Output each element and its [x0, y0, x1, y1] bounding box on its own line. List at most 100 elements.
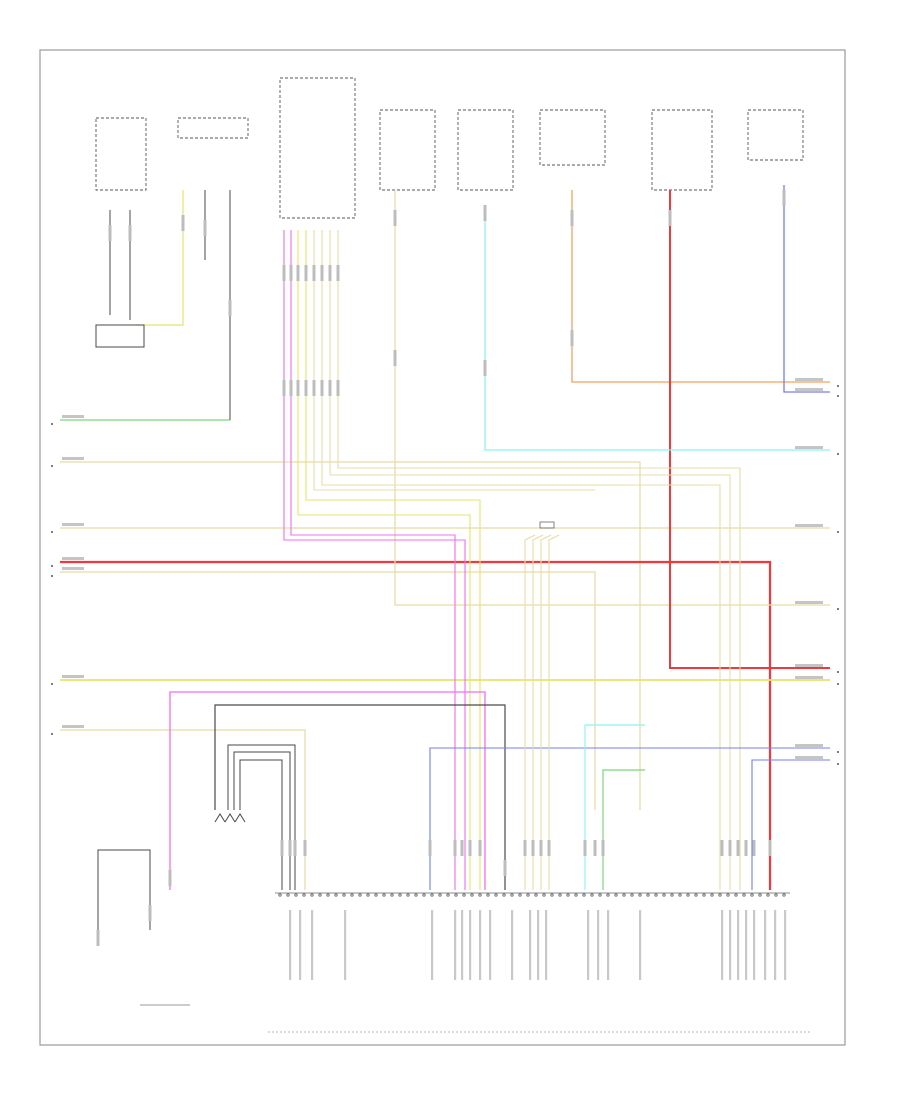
ecu-connector-pin: [630, 893, 634, 897]
ecu-connector-pin: [502, 893, 506, 897]
wire-dark-sensor-2: [233, 751, 291, 890]
connector-tick: [312, 265, 316, 281]
ecu-pin-label: [529, 910, 532, 980]
wire-green-lower: [602, 769, 645, 890]
wire-pink-bottom-loop: [169, 691, 486, 890]
connector-tick: [601, 840, 605, 856]
bus-start-terminal: [51, 465, 53, 467]
connector-tick: [148, 905, 152, 921]
wire-red-right-drop: [669, 190, 830, 669]
splice-tan-3: [540, 534, 552, 890]
diagram-border: [39, 49, 846, 1046]
connector-tick: [593, 840, 597, 856]
connector-tick: [336, 380, 340, 396]
bus-start-terminal: [51, 733, 53, 735]
ecu-connector-pin: [750, 893, 754, 897]
connector-tick: [181, 215, 185, 231]
ecu-connector-pin: [310, 893, 314, 897]
connector-tick: [483, 360, 487, 376]
ecu-connector-pin: [614, 893, 618, 897]
ecu-pin-label: [431, 910, 434, 980]
ecu-connector-pin: [662, 893, 666, 897]
connector-tick: [483, 205, 487, 221]
ecu-connector-pin: [350, 893, 354, 897]
ecu-connector-pin: [510, 893, 514, 897]
wire-tan-bus-4: [60, 729, 306, 890]
bus-end-label: [795, 524, 823, 527]
wire-blue-lower-feed-2: [751, 759, 830, 890]
connector-tick: [393, 210, 397, 226]
wire-tan-bus-1: [60, 461, 641, 810]
connector-tick: [453, 840, 457, 856]
scm-wire-8: [337, 230, 741, 890]
ecu-pin-label: [344, 910, 347, 980]
scm-wire-1: [283, 230, 466, 890]
ecu-pin-label: [639, 910, 642, 980]
ecu-connector-pin: [462, 893, 466, 897]
ecu-pin-label: [479, 910, 482, 980]
connector-tick: [393, 350, 397, 366]
splice-tan-1: [524, 534, 536, 890]
connector-tick: [328, 380, 332, 396]
connector-tick: [478, 840, 482, 856]
component-connector-c4: [651, 109, 713, 191]
connector-tick: [128, 225, 132, 241]
connector-tick: [668, 210, 672, 226]
connector-tick: [293, 840, 297, 856]
wire-bottom-left-switch: [97, 849, 151, 930]
ecu-connector-pin: [494, 893, 498, 897]
ecu-connector-pin: [382, 893, 386, 897]
connector-tick: [782, 190, 786, 206]
ecu-connector-pin: [766, 893, 770, 897]
wire-blue-top-feed: [783, 185, 830, 393]
component-right-module: [747, 109, 804, 161]
ecu-connector-pin: [486, 893, 490, 897]
bus-start-terminal: [51, 423, 53, 425]
ecu-connector-pin: [582, 893, 586, 897]
ecu-connector-pin: [390, 893, 394, 897]
connector-tick: [312, 380, 316, 396]
connector-tick: [303, 840, 307, 856]
ecu-connector-pin: [654, 893, 658, 897]
ecu-connector-pin: [726, 893, 730, 897]
wire-brake-yellow: [135, 190, 184, 326]
ecu-connector-pin: [702, 893, 706, 897]
ecu-connector-pin: [438, 893, 442, 897]
ecu-connector-pin: [694, 893, 698, 897]
ecu-connector-pin: [566, 893, 570, 897]
ecu-connector-pin: [758, 893, 762, 897]
connector-tick: [320, 265, 324, 281]
ecu-pin-label: [461, 910, 464, 980]
wire-orange-feed: [571, 190, 830, 383]
ecu-connector-pin: [478, 893, 482, 897]
component-connector-c2: [457, 109, 514, 191]
connector-tick: [523, 840, 527, 856]
ecu-connector-pin: [398, 893, 402, 897]
ecu-connector-pin: [286, 893, 290, 897]
ecu-connector-pin: [782, 893, 786, 897]
connector-tick: [570, 210, 574, 226]
bus-end-terminal: [837, 453, 839, 455]
ecu-connector-pin: [446, 893, 450, 897]
connector-tick: [304, 380, 308, 396]
connector-tick: [570, 330, 574, 346]
scm-wire-6: [321, 230, 721, 890]
connector-tick: [539, 840, 543, 856]
ecu-connector-pin: [558, 893, 562, 897]
ecu-pin-label: [753, 910, 756, 980]
bus-end-terminal: [837, 751, 839, 753]
component-connector-c1: [379, 109, 436, 191]
bus-end-terminal: [837, 608, 839, 610]
connector-tick: [768, 840, 772, 856]
component-clutch-switch: [95, 117, 147, 191]
ecu-connector-pin: [678, 893, 682, 897]
ecu-connector-pin: [606, 893, 610, 897]
ecu-pin-label: [289, 910, 292, 980]
connector-tick: [503, 860, 507, 876]
connector-tick: [96, 930, 100, 946]
bus-end-label: [795, 664, 823, 667]
ecu-connector-pin: [358, 893, 362, 897]
bus-end-label: [795, 756, 823, 759]
bus-end-label: [795, 378, 823, 381]
